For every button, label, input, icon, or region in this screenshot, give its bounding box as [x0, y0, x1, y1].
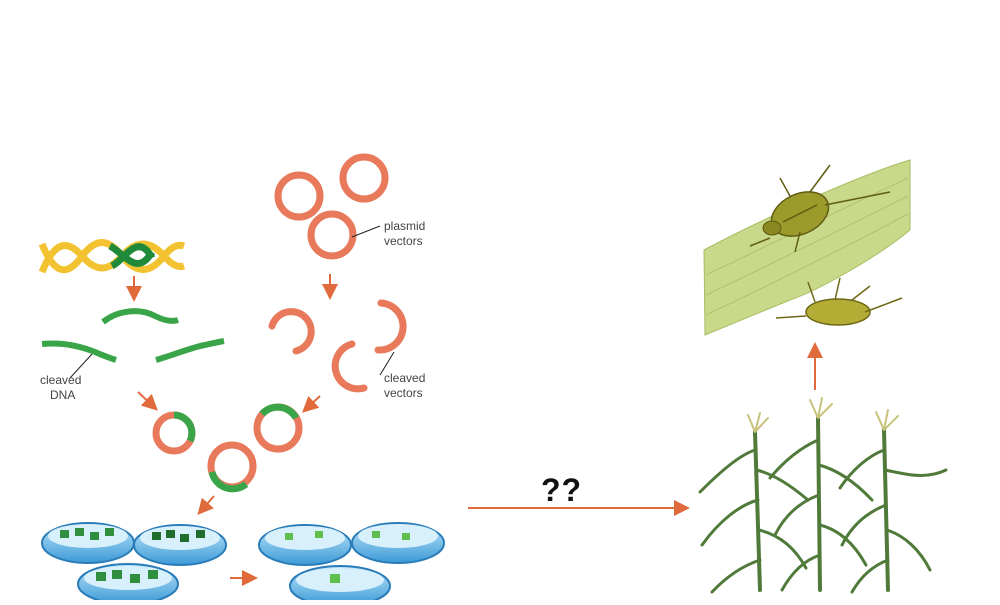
corn-plant	[768, 397, 874, 592]
cleaved-vectors-label-line1: cleaved	[384, 371, 426, 385]
petri-dish	[41, 522, 135, 564]
cleaved-vectors	[268, 299, 407, 393]
dead-beetle-icon	[775, 277, 903, 326]
petri-dish	[77, 563, 179, 605]
plasmid-vectors-label-line2: vectors	[384, 234, 423, 248]
cleaved-dna-label-line2: DNA	[50, 388, 76, 402]
petri-dish	[289, 565, 391, 605]
cleaved-dna-label-line1: cleaved	[40, 373, 82, 387]
cleaved-dna-fragments	[41, 308, 225, 379]
petri-dish	[133, 524, 227, 566]
petri-dish	[351, 522, 445, 564]
corn-plants	[698, 397, 948, 594]
plasmid-vectors	[274, 153, 389, 260]
corn-plant	[698, 412, 810, 594]
recombinant-plasmids	[152, 403, 303, 493]
dna-helix	[38, 239, 186, 274]
process-arrows	[126, 274, 338, 586]
beetle-icon	[749, 164, 891, 253]
leaf-with-beetles	[703, 159, 911, 336]
petri-dish	[258, 524, 352, 566]
cleaved-vectors-label-line2: vectors	[384, 386, 423, 400]
unknown-step-label: ??	[541, 472, 583, 508]
corn-plant	[838, 409, 948, 594]
petri-dishes	[41, 522, 445, 605]
plasmid-vectors-label-line1: plasmid	[384, 219, 426, 233]
